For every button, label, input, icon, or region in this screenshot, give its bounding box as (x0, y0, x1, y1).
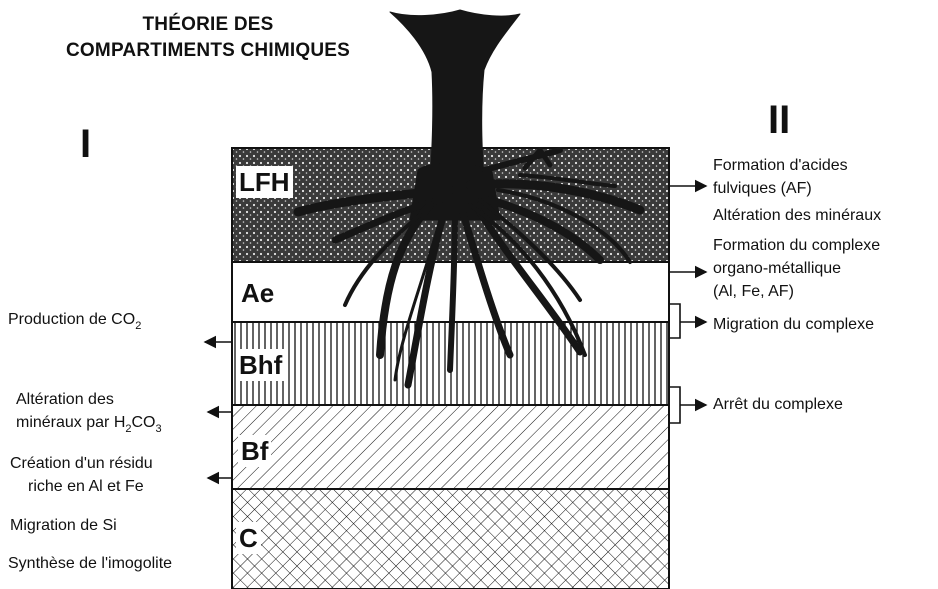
horizon-bf-band (232, 405, 669, 489)
horizon-label-c: C (236, 522, 261, 554)
title-line-1: THÉORIE DES (18, 12, 398, 38)
right-label-complexe: Formation du complexe organo-métallique … (713, 234, 880, 303)
title-line-2: COMPARTIMENTS CHIMIQUES (18, 38, 398, 64)
horizon-label-bhf: Bhf (236, 349, 285, 381)
column-label-right: II (768, 98, 790, 143)
horizon-label-ae: Ae (238, 277, 277, 309)
left-label-alteration: Altération des minéraux par H2CO3 (16, 388, 162, 436)
left-label-si: Migration de Si (10, 514, 117, 537)
right-label-migration: Migration du complexe (713, 313, 874, 336)
right-label-arret: Arrêt du complexe (713, 393, 843, 416)
column-label-left: I (80, 122, 91, 167)
horizon-label-lfh: LFH (236, 166, 293, 198)
horizon-label-bf: Bf (238, 435, 271, 467)
left-arrows (205, 342, 232, 478)
left-label-imogolite: Synthèse de l'imogolite (8, 552, 172, 575)
diagram-title: THÉORIE DES COMPARTIMENTS CHIMIQUES (18, 12, 398, 64)
right-arrows (669, 186, 706, 423)
right-label-af: Formation d'acides fulviques (AF) (713, 154, 848, 200)
left-label-co2: Production de CO2 (8, 308, 141, 333)
right-label-alteration: Altération des minéraux (713, 204, 881, 227)
horizon-c-band (232, 489, 669, 589)
left-label-residu: Création d'un résidu riche en Al et Fe (10, 452, 153, 498)
